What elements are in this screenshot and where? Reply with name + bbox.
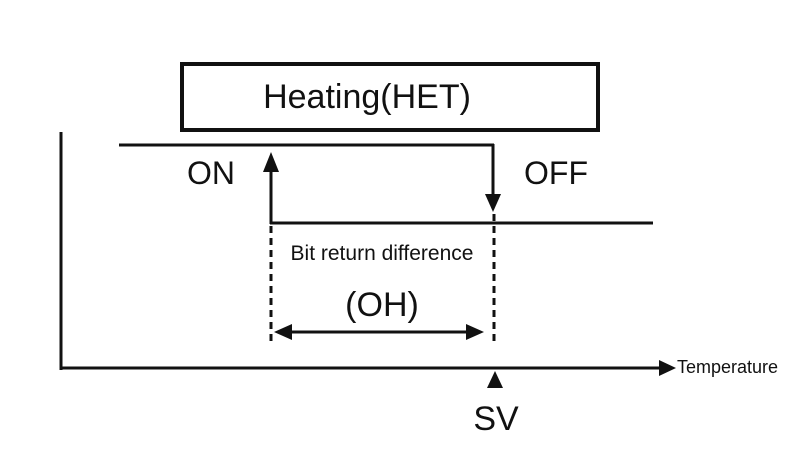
- on-label: ON: [187, 155, 235, 191]
- setpoint-label: SV: [473, 400, 519, 438]
- temperature-axis-label: Temperature: [677, 357, 778, 377]
- setpoint-marker: [487, 371, 503, 388]
- title-box: [180, 62, 600, 132]
- title-text: Heating(HET): [263, 78, 471, 116]
- temperature-axis-arrowhead: [659, 360, 676, 376]
- difference-label: Bit return difference: [291, 242, 474, 265]
- switch-on-arrowhead: [263, 152, 279, 172]
- difference-arrowhead-right: [466, 324, 484, 340]
- off-label: OFF: [524, 155, 588, 191]
- difference-arrowhead-left: [274, 324, 292, 340]
- switch-off-arrowhead: [485, 194, 501, 212]
- difference-code: (OH): [345, 286, 419, 324]
